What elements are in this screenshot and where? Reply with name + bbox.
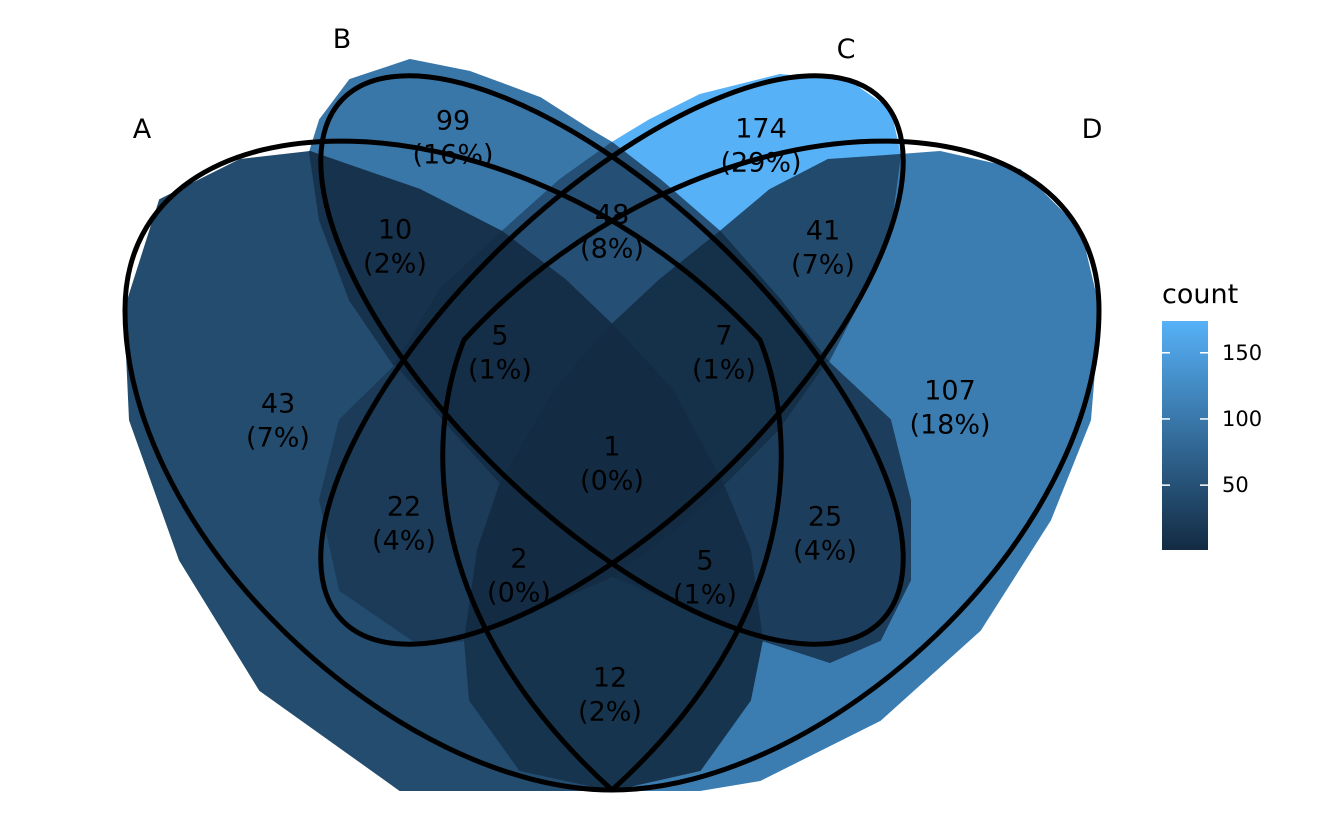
set-d-outline — [440, 138, 1102, 793]
region-c-percent: (29%) — [720, 148, 801, 179]
legend-tick-label: 150 — [1222, 341, 1262, 365]
region-b-percent: (16%) — [412, 140, 493, 171]
region-acd-count: 2 — [510, 544, 527, 575]
region-bd-percent: (4%) — [793, 536, 857, 567]
region-cd-count: 41 — [806, 216, 840, 247]
region-bc-count: 48 — [595, 200, 629, 231]
set-label-c: C — [837, 34, 856, 65]
region-cd-percent: (7%) — [791, 250, 855, 281]
set-c-outline — [318, 73, 906, 647]
region-abd-count: 5 — [696, 546, 713, 577]
region-bd-count: 25 — [808, 502, 842, 533]
legend-ticks: 50 100 150 — [1162, 341, 1262, 497]
region-c-count: 174 — [735, 114, 787, 145]
set-a-outline — [122, 138, 784, 793]
region-abc-count: 5 — [491, 321, 508, 352]
legend-title: count — [1162, 279, 1238, 310]
region-d-percent: (18%) — [909, 410, 990, 441]
region-ac-count: 22 — [387, 492, 421, 523]
region-bd-fill — [723, 361, 911, 663]
set-labels: A B C D — [133, 24, 1103, 145]
region-abcd-percent: (0%) — [580, 466, 644, 497]
region-b-count: 99 — [436, 106, 470, 137]
legend-tick-label: 50 — [1222, 473, 1249, 497]
set-label-a: A — [133, 114, 152, 145]
region-ad-count: 12 — [593, 663, 627, 694]
set-b-outline — [318, 73, 906, 647]
region-ab-percent: (2%) — [363, 249, 427, 280]
region-abd-percent: (1%) — [673, 580, 737, 611]
set-label-b: B — [333, 24, 352, 55]
region-a-percent: (7%) — [246, 423, 310, 454]
region-bc-percent: (8%) — [580, 234, 644, 265]
set-label-d: D — [1082, 114, 1103, 145]
region-a-count: 43 — [261, 389, 295, 420]
region-abcd-count: 1 — [603, 432, 620, 463]
region-bcd-percent: (1%) — [692, 355, 756, 386]
region-labels: 43(7%)99(16%)174(29%)107(18%)10(2%)48(8%… — [246, 106, 991, 728]
region-abc-percent: (1%) — [468, 355, 532, 386]
legend-tick-label: 100 — [1222, 407, 1262, 431]
legend: count 50 100 150 — [1162, 279, 1262, 550]
region-d-count: 107 — [924, 376, 976, 407]
legend-colorbar — [1162, 321, 1208, 550]
region-bcd-count: 7 — [715, 321, 732, 352]
region-ac-percent: (4%) — [372, 526, 436, 557]
region-ab-count: 10 — [378, 215, 412, 246]
region-ad-percent: (2%) — [578, 697, 642, 728]
venn-outlines — [122, 73, 1102, 793]
region-acd-percent: (0%) — [487, 578, 551, 609]
